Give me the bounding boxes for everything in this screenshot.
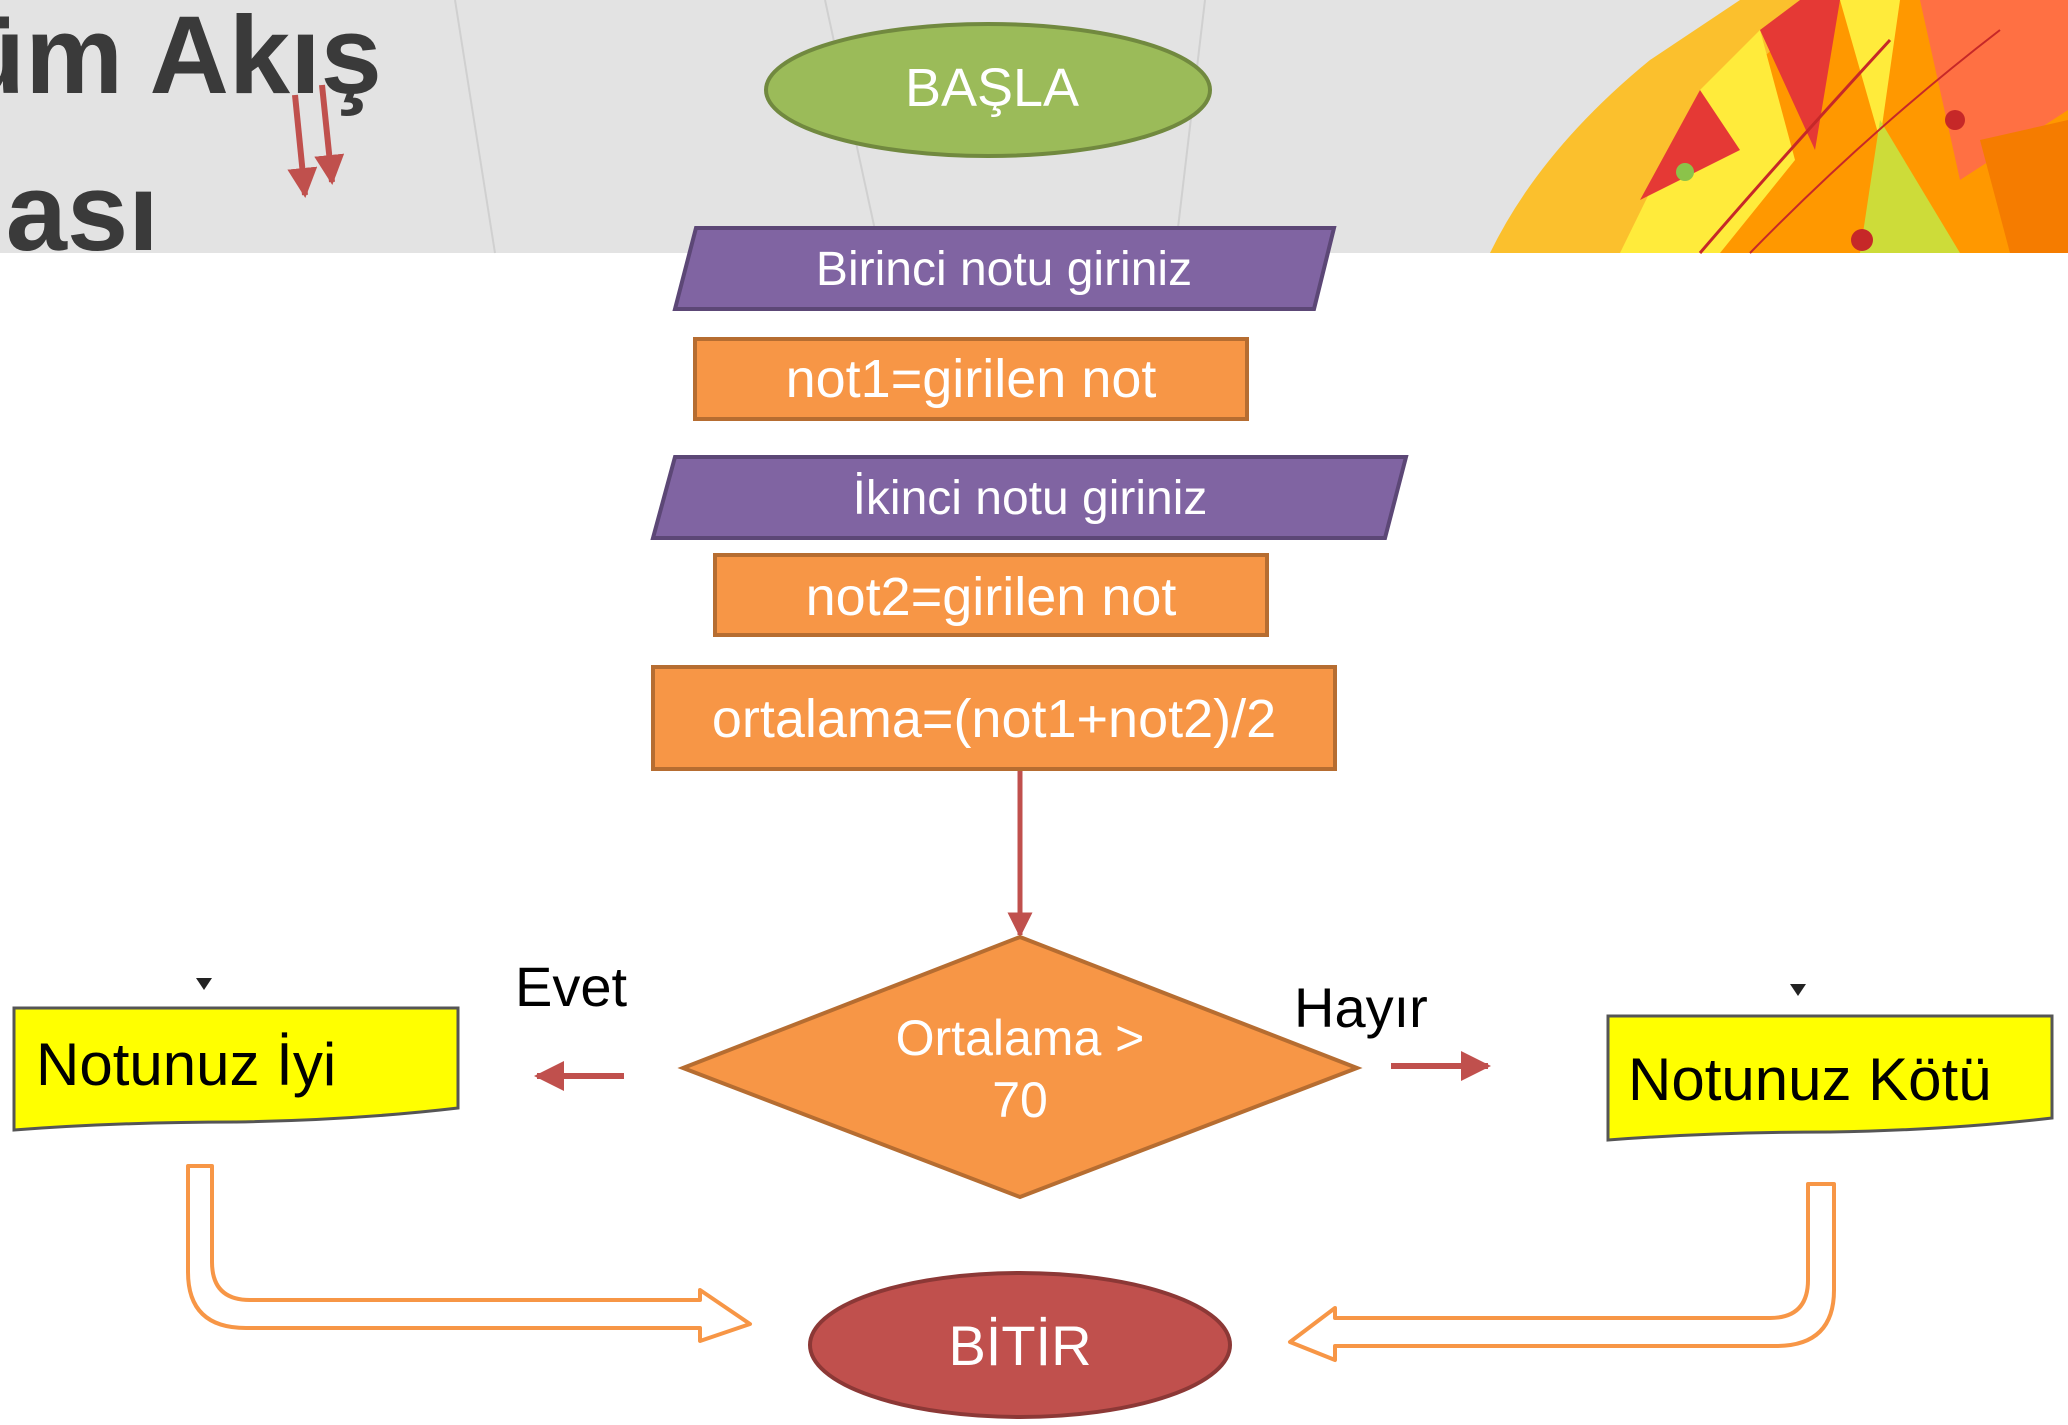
process-compute-average: ortalama=(not1+not2)/2 — [651, 665, 1337, 771]
process-assign-not1-label: not1=girilen not — [786, 349, 1157, 409]
decision-label-line2: 70 — [992, 1072, 1048, 1128]
input-first-grade: Birinci notu giriniz — [672, 226, 1337, 311]
input-second-grade: İkinci notu giriniz — [650, 455, 1409, 540]
block-arrow-left-to-end — [186, 1164, 752, 1343]
small-down-marker — [196, 978, 212, 990]
input-first-grade-label: Birinci notu giriniz — [816, 243, 1192, 296]
process-assign-not1: not1=girilen not — [693, 337, 1249, 421]
output-bad-grade: Notunuz Kötü — [1606, 984, 2054, 1142]
start-label: BAŞLA — [905, 58, 1079, 118]
end-terminal: BİTİR — [808, 1271, 1232, 1419]
process-compute-average-label: ortalama=(not1+not2)/2 — [712, 689, 1276, 749]
process-assign-not2-label: not2=girilen not — [806, 567, 1177, 627]
block-arrow-right-to-end — [1288, 1182, 1836, 1362]
output-good-grade: Notunuz İyi — [12, 978, 460, 1132]
input-second-grade-label: İkinci notu giriniz — [853, 472, 1208, 525]
start-terminal: BAŞLA — [764, 22, 1212, 158]
output-bad-grade-label: Notunuz Kötü — [1628, 1046, 1992, 1113]
yes-label: Evet — [515, 955, 627, 1018]
decision-diamond: Ortalama > 70 — [677, 934, 1363, 1200]
output-good-grade-label: Notunuz İyi — [36, 1031, 336, 1098]
stray-arrows — [287, 84, 345, 198]
process-assign-not2: not2=girilen not — [713, 553, 1269, 637]
decision-label-line1: Ortalama > — [896, 1010, 1145, 1066]
end-label: BİTİR — [948, 1314, 1091, 1377]
title-line-1: üm Akış — [0, 0, 382, 117]
no-label: Hayır — [1294, 976, 1428, 1039]
corner-decoration — [1490, 0, 2068, 254]
small-down-marker — [1790, 984, 1806, 996]
title-line-2: ması — [0, 151, 159, 274]
